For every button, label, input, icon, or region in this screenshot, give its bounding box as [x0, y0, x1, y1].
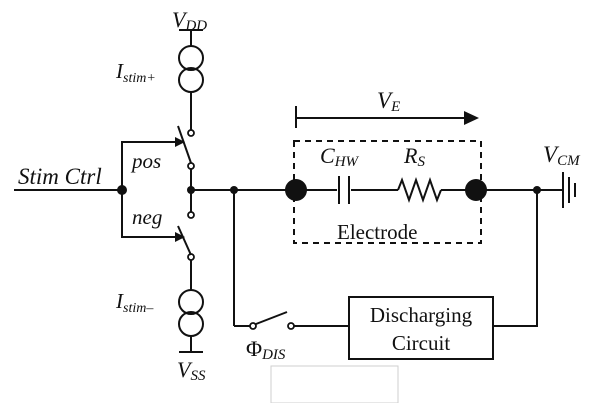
- neg-label: neg: [132, 205, 162, 229]
- neg-control-wire: [121, 190, 175, 238]
- dis-switch-left-terminal: [249, 322, 257, 330]
- discharging-circuit-label-line2: Circuit: [392, 331, 450, 355]
- dis-switch-right-terminal: [287, 322, 295, 330]
- pos-control-arrow: [175, 137, 185, 147]
- discharging-circuit-box: [348, 296, 494, 360]
- current-source-minus: [178, 289, 204, 337]
- neg-switch-top-terminal: [187, 211, 195, 219]
- istim-minus-label: Istim–: [115, 289, 154, 316]
- pos-label: pos: [130, 149, 161, 173]
- vcm-label: VCM: [543, 142, 581, 169]
- ve-label: VE: [377, 88, 400, 115]
- vss-label: VSS: [177, 357, 206, 384]
- discharging-circuit-label-line1: Discharging: [370, 303, 473, 327]
- faint-outline: [270, 365, 399, 403]
- phi-dis-label: ΦDIS: [246, 336, 286, 363]
- chw-label: CHW: [320, 143, 360, 170]
- pos-switch-blade: [177, 125, 192, 164]
- neg-switch-blade: [177, 225, 192, 256]
- ve-arrow-head: [464, 111, 479, 125]
- rs-label: RS: [403, 143, 425, 170]
- pos-control-wire: [121, 141, 175, 190]
- pos-switch-top-terminal: [187, 129, 195, 137]
- istim-plus-label: Istim+: [115, 59, 156, 86]
- dis-switch-blade: [255, 311, 288, 325]
- discharge-return-wire: [493, 190, 538, 327]
- neg-control-arrow: [175, 232, 185, 242]
- neg-switch-bottom-terminal: [187, 253, 195, 261]
- rs-resistor: [397, 176, 442, 204]
- electrode-label: Electrode: [337, 220, 417, 244]
- current-source-plus: [178, 45, 204, 93]
- stim-ctrl-label: Stim Ctrl: [18, 164, 102, 189]
- pos-switch-bottom-terminal: [187, 162, 195, 170]
- electrode-box: [293, 140, 482, 244]
- vcm-ground-symbol: [562, 172, 576, 208]
